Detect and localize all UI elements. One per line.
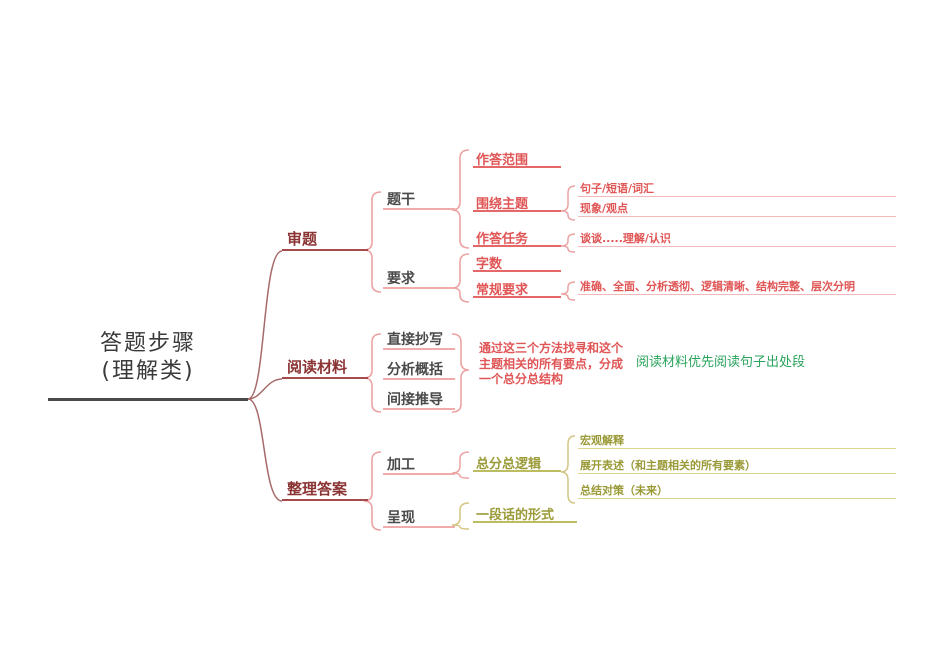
- node-answer-task[interactable]: 作答任务: [473, 228, 561, 247]
- node-word-count[interactable]: 字数: [473, 253, 561, 272]
- brace-logic-children: [560, 435, 576, 504]
- brace-organize-children: [363, 451, 382, 531]
- node-sentence-phrase[interactable]: 句子/短语/词汇: [578, 180, 896, 197]
- node-around-theme[interactable]: 围绕主题: [473, 193, 561, 212]
- node-examine[interactable]: 审题: [282, 228, 368, 251]
- node-phenomenon-view[interactable]: 现象/观点: [578, 200, 896, 217]
- brace-regular-children: [560, 281, 576, 301]
- root-title-line2: (理解类): [101, 358, 195, 384]
- root-node[interactable]: 答题步骤 (理解类): [48, 330, 248, 385]
- node-stem[interactable]: 题干: [383, 189, 455, 210]
- node-answer-scope[interactable]: 作答范围: [473, 149, 561, 168]
- node-organize[interactable]: 整理答案: [282, 478, 368, 501]
- node-expand-express[interactable]: 展开表述（和主题相关的所有要素）: [578, 457, 896, 474]
- node-method-summary[interactable]: 通过这三个方法找寻和这个主题相关的所有要点，分成一个总分总结构: [479, 341, 624, 387]
- node-macro-explain[interactable]: 宏观解释: [578, 432, 896, 449]
- root-title-line1: 答题步骤: [99, 331, 196, 356]
- node-direct-copy[interactable]: 直接抄写: [383, 329, 455, 350]
- brace-methods-summary: [451, 333, 470, 413]
- node-regular-require[interactable]: 常规要求: [473, 279, 561, 298]
- root-underline: [48, 398, 248, 401]
- connector-root-organize: [247, 398, 283, 502]
- node-total-part-logic[interactable]: 总分总逻辑: [473, 453, 561, 472]
- brace-present-children: [451, 502, 470, 530]
- brace-process-children: [451, 451, 470, 479]
- brace-stem-children: [451, 149, 470, 249]
- node-paragraph-form[interactable]: 一段话的形式: [473, 504, 577, 523]
- node-present[interactable]: 呈现: [383, 507, 455, 528]
- node-process[interactable]: 加工: [383, 454, 455, 475]
- connector-root-examine: [247, 250, 283, 400]
- node-reading-tip[interactable]: 阅读材料优先阅读句子出处段: [636, 355, 806, 370]
- node-reading[interactable]: 阅读材料: [282, 356, 368, 379]
- node-accuracy-note[interactable]: 准确、全面、分析透彻、逻辑清晰、结构完整、层次分明: [578, 278, 896, 295]
- node-talk-understanding[interactable]: 谈谈.....理解/认识: [578, 230, 896, 247]
- brace-task-children: [560, 233, 576, 253]
- node-summary-measures[interactable]: 总结对策（未来）: [578, 482, 896, 499]
- node-analyze-summarize[interactable]: 分析概括: [383, 359, 455, 380]
- node-indirect-derive[interactable]: 间接推导: [383, 389, 455, 410]
- connector-root-reading: [247, 378, 283, 400]
- brace-theme-children: [560, 185, 576, 221]
- node-require[interactable]: 要求: [383, 268, 455, 289]
